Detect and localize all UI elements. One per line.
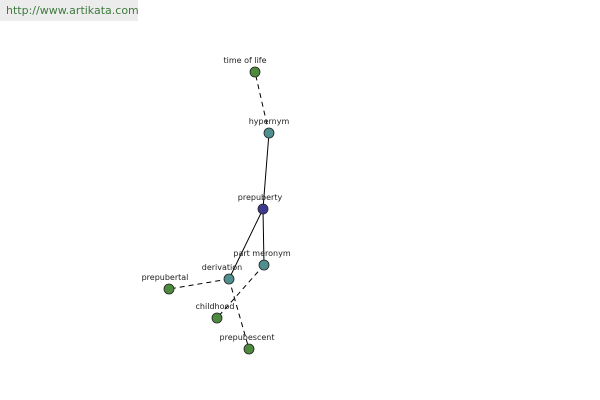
edge-prepuberty-hypernym: [262, 132, 270, 210]
node-label-prepubertal[interactable]: prepubertal: [142, 273, 189, 282]
edges-layer: [168, 71, 270, 350]
node-derivation[interactable]: [223, 273, 235, 285]
node-part-meronym[interactable]: [258, 259, 270, 271]
edge-derivation-prepubescent: [228, 278, 250, 350]
edge-prepuberty-derivation: [228, 208, 264, 280]
labels-layer: prepuberty hypernym time of life part meron…: [142, 56, 291, 342]
node-label-hypernym[interactable]: hypernym: [249, 117, 290, 126]
node-childhood[interactable]: [211, 312, 223, 324]
edge-prepuberty-part-meronym: [262, 208, 265, 266]
node-prepubertal[interactable]: [163, 283, 175, 295]
node-label-part-meronym[interactable]: part meronym: [233, 249, 290, 258]
node-label-prepubescent[interactable]: prepubescent: [220, 333, 275, 342]
edge-part-meronym-childhood: [216, 264, 265, 319]
edge-hypernym-time-of-life: [254, 71, 270, 134]
edge-derivation-prepubertal: [168, 278, 230, 290]
node-hypernym[interactable]: [263, 127, 275, 139]
node-time-of-life[interactable]: [249, 66, 261, 78]
source-link[interactable]: http://www.artikata.com: [0, 0, 139, 21]
node-label-prepuberty[interactable]: prepuberty: [238, 193, 283, 202]
node-label-time-of-life[interactable]: time of life: [223, 56, 266, 65]
nodes-layer: [163, 66, 275, 355]
node-prepubescent[interactable]: [243, 343, 255, 355]
node-prepuberty[interactable]: [257, 203, 269, 215]
node-label-derivation[interactable]: derivation: [202, 263, 242, 272]
node-label-childhood[interactable]: childhood: [196, 302, 235, 311]
